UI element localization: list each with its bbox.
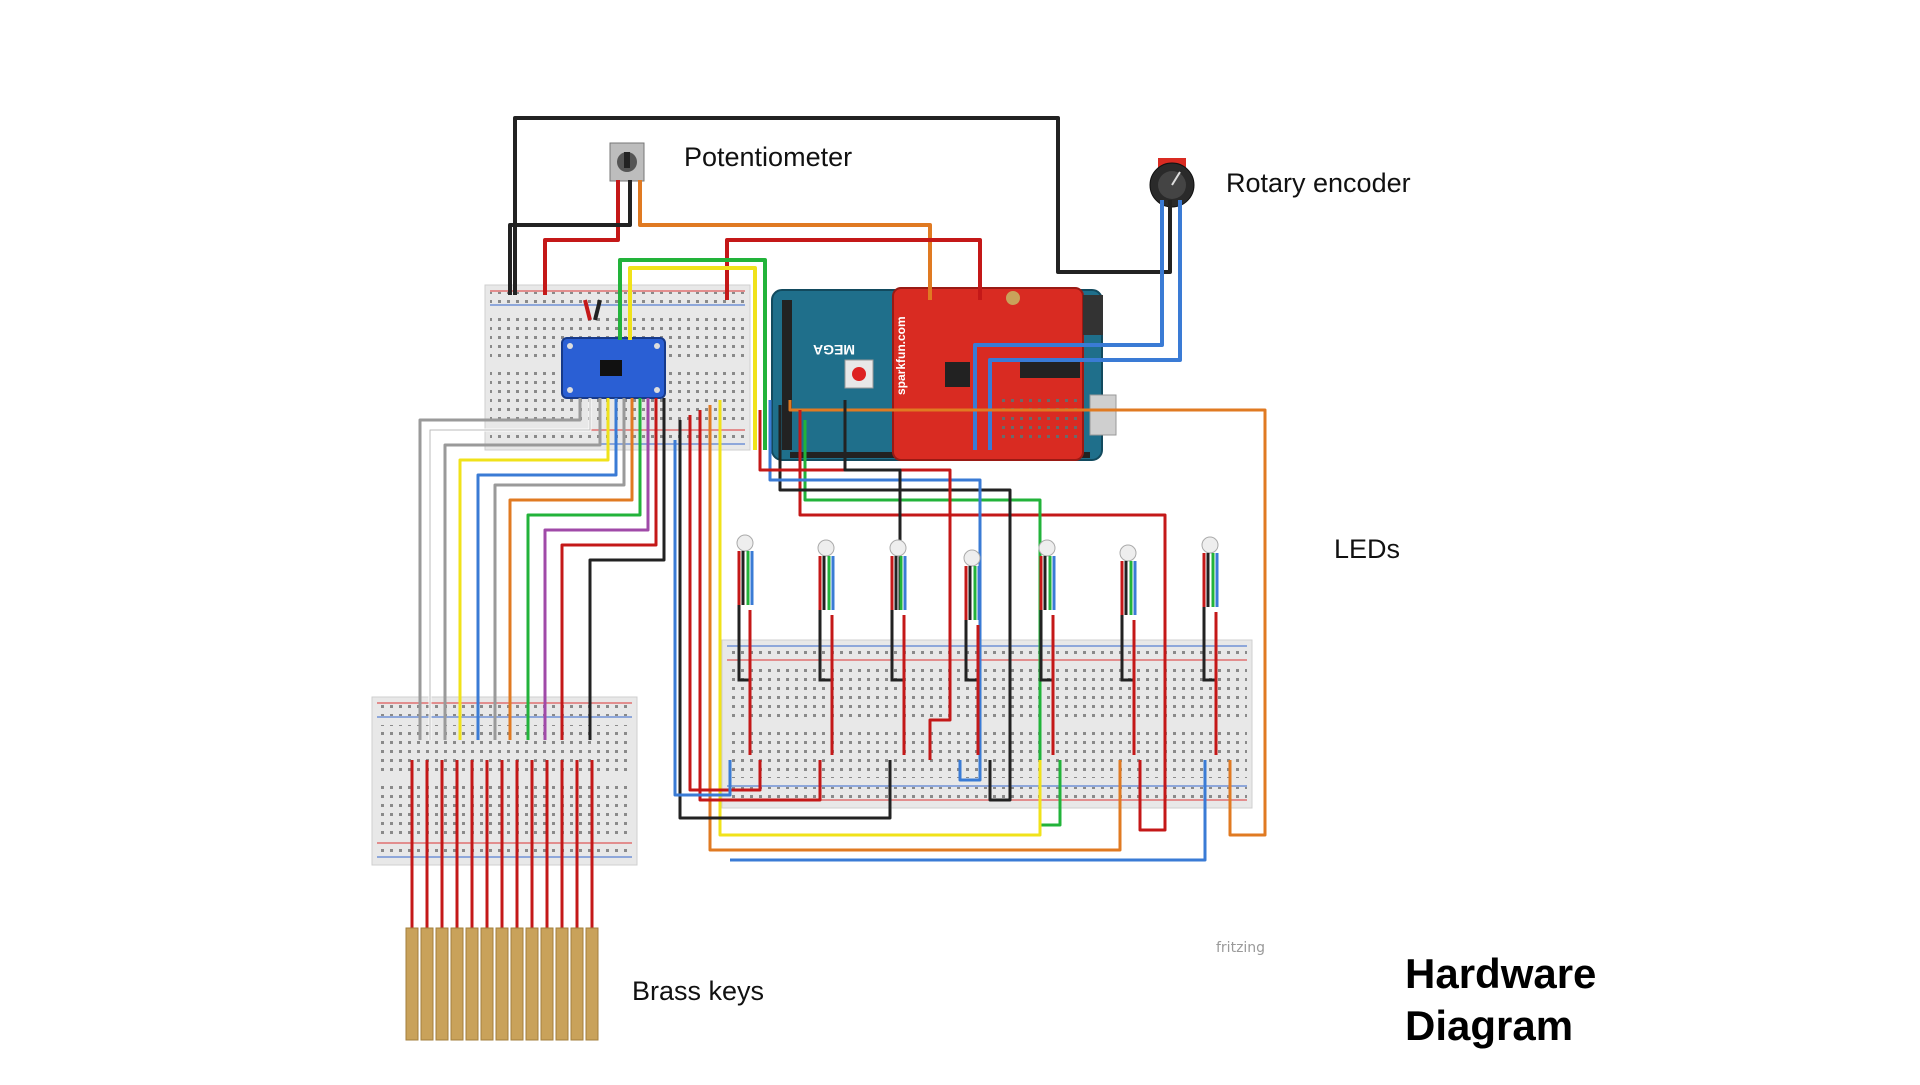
rgb-led bbox=[889, 539, 907, 610]
wires-led-jumpers bbox=[737, 605, 1218, 755]
rgb-led bbox=[1119, 544, 1137, 615]
rgb-led bbox=[736, 534, 754, 605]
wires-keys bbox=[418, 398, 666, 740]
brass-keys-label: Brass keys bbox=[632, 976, 765, 1006]
rgb-led bbox=[817, 539, 835, 610]
leds-label: LEDs bbox=[1334, 534, 1401, 564]
potentiometer bbox=[609, 142, 645, 182]
wires-top bbox=[508, 116, 1182, 450]
arduino-model-text: MEGA bbox=[813, 342, 855, 358]
touch-sensor-board bbox=[561, 337, 666, 399]
rgb-led bbox=[1201, 536, 1219, 607]
rgb-leds bbox=[736, 534, 1219, 620]
wires-leds bbox=[673, 400, 1267, 862]
diagram-title-line2: Diagram bbox=[1405, 1002, 1574, 1049]
rgb-led bbox=[1038, 539, 1056, 610]
brass-keys bbox=[405, 760, 599, 1041]
sparkfun-shield: sparkfun.com bbox=[892, 287, 1117, 461]
shield-brand-text: sparkfun.com bbox=[894, 316, 908, 395]
rotary-encoder-label: Rotary encoder bbox=[1226, 168, 1411, 198]
breadboard-leds bbox=[721, 639, 1253, 809]
diagram-title: Hardware Diagram bbox=[1405, 948, 1596, 1052]
fritzing-watermark: fritzing bbox=[1216, 940, 1266, 956]
potentiometer-label: Potentiometer bbox=[684, 142, 853, 172]
diagram-title-line1: Hardware bbox=[1405, 950, 1597, 997]
rotary-encoder bbox=[1149, 158, 1195, 208]
rgb-led bbox=[963, 549, 981, 620]
